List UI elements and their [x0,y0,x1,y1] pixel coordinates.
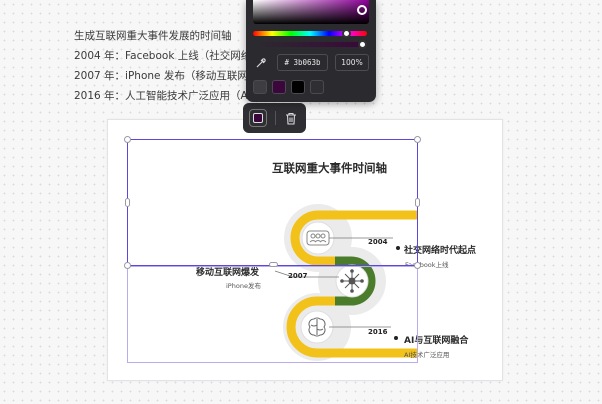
doc-line: 2016 年：人工智能技术广泛应用（AI 与互联网融合） [74,90,254,102]
color-swatch[interactable] [253,80,267,94]
event-subtitle: Facebook上线 [405,261,449,269]
event-title: 社交网络时代起点 [404,246,477,256]
color-swatch-button[interactable] [249,109,267,127]
doc-line: 生成互联网重大事件发展的时间轴 [74,30,232,42]
color-picker-panel: # 3b063b 100% [246,0,376,102]
network-icon [340,269,364,293]
selection-box-secondary[interactable] [127,266,418,363]
delete-button[interactable] [282,109,300,127]
event-subtitle: AI技术广泛应用 [404,351,450,359]
alpha-input[interactable]: 100% [335,54,369,71]
resize-handle[interactable] [414,262,421,269]
event-subtitle: iPhone发布 [226,282,261,290]
event-year: 2007 [288,272,308,280]
track-middle [335,256,376,306]
swatch-row [253,80,324,94]
current-color-chip [253,113,263,123]
event-title: 移动互联网爆发 [196,268,260,278]
resize-handle-side[interactable] [415,198,420,207]
floating-toolbar [243,103,306,133]
event-title: AI与互联网融合 [404,336,469,346]
resize-handle-bottom[interactable] [269,262,278,267]
brain-icon [308,317,326,337]
resize-handle-side[interactable] [125,198,130,207]
eyedropper-button[interactable] [252,54,269,71]
selection-box-primary[interactable] [127,139,418,266]
alpha-knob[interactable] [358,40,367,49]
color-swatch[interactable] [272,80,286,94]
track-top [290,210,417,266]
color-swatch[interactable] [310,80,324,94]
doc-line: 2004 年：Facebook 上线（社交网络时代起点） [74,50,254,62]
document-text: 生成互联网重大事件发展的时间轴 2004 年：Facebook 上线（社交网络时… [74,26,254,106]
alpha-slider[interactable] [253,40,367,49]
hue-knob[interactable] [342,29,352,38]
toolbar-divider [275,111,276,125]
track-bottom [286,296,417,358]
hex-input[interactable]: # 3b063b [277,54,328,71]
color-swatch[interactable] [291,80,305,94]
timeline-title: 互联网重大事件时间轴 [272,161,387,175]
sv-knob[interactable] [357,5,367,15]
event-year: 2016 [368,328,388,336]
event-year: 2004 [368,238,388,246]
trash-icon [286,112,296,125]
resize-handle[interactable] [124,262,131,269]
timeline-diagram [274,204,417,361]
resize-handle[interactable] [124,136,131,143]
resize-handle[interactable] [414,136,421,143]
eyedropper-icon [256,57,266,67]
saturation-value-area[interactable] [253,0,369,24]
hue-slider[interactable] [253,29,367,38]
doc-line: 2007 年：iPhone 发布（移动互联网爆发） [74,70,254,82]
